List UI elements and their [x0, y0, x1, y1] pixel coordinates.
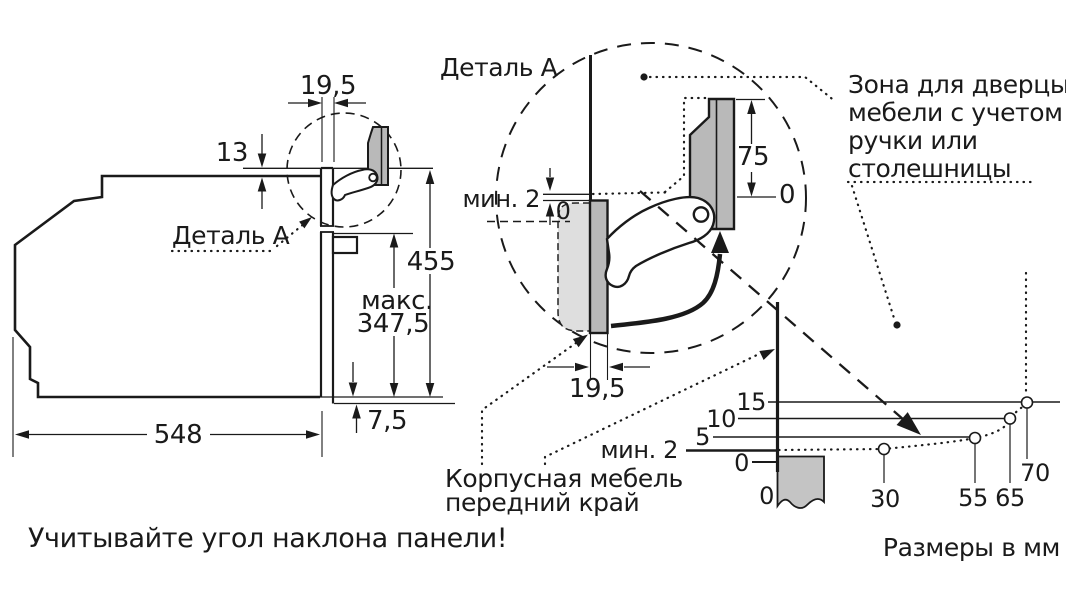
y-tick-5: 5 — [695, 423, 710, 451]
dim-75-label: 75 — [737, 142, 769, 172]
zone-leader-top — [640, 73, 838, 104]
arrowhead — [352, 404, 361, 419]
data-point-65-10 — [1003, 412, 1017, 425]
dim-max-label: макс. — [361, 286, 433, 316]
countertop-section — [776, 455, 825, 509]
leader-dot — [640, 73, 648, 81]
oven-body-outline — [13, 174, 320, 399]
arrowhead — [575, 362, 589, 372]
oven-door-ghost — [557, 202, 591, 332]
cabinet-leader-left — [480, 336, 585, 466]
leader-dot — [893, 321, 901, 329]
arrowhead — [308, 98, 322, 108]
detail-a-circle-large — [495, 42, 807, 354]
zone-label-line1: Зона для дверцы — [848, 70, 1066, 99]
cabinet-label-line2: передний край — [445, 488, 639, 517]
data-point-55-5 — [968, 431, 982, 445]
x-tick-55: 55 — [958, 484, 988, 512]
dim-zero-label: 0 — [556, 197, 571, 225]
door-latch — [331, 235, 359, 255]
dim-13: 13 — [216, 134, 267, 209]
hinge-pivot-large — [692, 206, 710, 223]
detail-a-callout-left: Деталь A — [170, 217, 312, 253]
x-origin-0: 0 — [759, 482, 774, 510]
clearance-curve — [777, 402, 1028, 452]
detail-a-circle-small — [286, 112, 402, 228]
arrowhead — [257, 177, 267, 192]
dim-75: 75 0 — [736, 98, 796, 210]
dashed-arrow-to-chart — [639, 190, 921, 435]
oven-front-panel — [319, 166, 359, 404]
data-point-70-15 — [1020, 396, 1034, 409]
arrowhead — [609, 362, 623, 372]
furniture-door-closed — [588, 199, 609, 335]
detail-a-view: Деталь A мин. 2 0 — [440, 42, 921, 435]
arrowhead — [896, 412, 921, 435]
leader-arrowhead — [572, 334, 588, 348]
hinge-arm-large — [604, 195, 716, 289]
arrowhead — [389, 233, 399, 248]
arrowhead — [389, 383, 399, 397]
zone-label-line2: мебели с учетом — [848, 98, 1063, 127]
arrowhead — [545, 177, 555, 191]
leader-arrowhead — [299, 217, 312, 229]
dim-75-zero-label: 0 — [779, 180, 795, 210]
zone-label-line3: ручки или — [848, 126, 978, 155]
dim-19-5-detail-label: 19,5 — [569, 374, 625, 404]
dim-19-5-detail: 19,5 — [547, 333, 650, 404]
dim-min-2: мин. 2 0 — [462, 168, 591, 225]
units-caption: Размеры в мм — [883, 533, 1060, 562]
dim-455: 455 — [407, 170, 456, 397]
x-tick-70: 70 — [1020, 459, 1050, 487]
zone-label-line4: столешницы — [848, 154, 1011, 183]
leader-arrowhead — [759, 349, 775, 360]
arrowhead — [425, 383, 435, 397]
arrowhead — [306, 430, 320, 439]
dim-7-5: 7,5 — [348, 362, 408, 436]
detail-a-label-left: Деталь A — [172, 221, 290, 250]
zone-boundary-dotted-2 — [591, 191, 667, 196]
arrowhead — [15, 430, 29, 439]
data-point-30-2 — [877, 442, 891, 456]
arrowhead — [747, 100, 756, 114]
x-tick-30: 30 — [870, 485, 900, 513]
cabinet-annotation: Корпусная мебель передний край — [445, 334, 775, 517]
dim-7-5-label: 7,5 — [367, 406, 407, 436]
x-tick-65: 65 — [995, 484, 1025, 512]
arrowhead — [348, 382, 358, 397]
cabinet-leader-right — [543, 352, 761, 466]
dim-19-5-left: 19,5 — [288, 71, 366, 162]
hinge-arm-small — [330, 168, 379, 202]
detail-a-title: Деталь A — [440, 53, 558, 82]
arrowhead — [711, 231, 729, 253]
arrowhead — [257, 153, 267, 168]
y-tick-min2: мин. 2 — [600, 436, 678, 464]
arrowhead — [545, 203, 555, 217]
dim-548-label: 548 — [154, 420, 202, 450]
oven-side-view: 19,5 13 455 макс. 347,5 — [12, 71, 508, 554]
dim-13-label: 13 — [216, 138, 248, 168]
zone-annotation: Зона для дверцы мебели с учетом ручки ил… — [846, 70, 1066, 397]
y-tick-0: 0 — [734, 449, 749, 477]
zone-leader-diagonal — [850, 184, 896, 320]
dim-548: 548 — [12, 337, 323, 457]
clearance-chart: 15 10 5 мин. 2 0 0 30 55 65 70 Размеры в… — [600, 302, 1060, 562]
y-tick-10: 10 — [706, 405, 736, 433]
arrowhead — [334, 98, 348, 108]
dim-455-label: 455 — [407, 247, 455, 277]
zone-boundary-dotted — [663, 96, 709, 194]
hinge-pivot-small — [368, 172, 378, 183]
y-tick-15: 15 — [736, 388, 766, 416]
arrowhead — [747, 182, 756, 197]
dim-min-2-label: мин. 2 — [462, 185, 540, 213]
cabinet-label-line1: Корпусная мебель — [445, 464, 683, 493]
arrowhead — [425, 170, 435, 184]
door-rotation-arrow — [610, 231, 729, 329]
dim-19-5-left-label: 19,5 — [300, 71, 356, 101]
dim-347-5-label: 347,5 — [357, 309, 429, 339]
dim-max-347-5: макс. 347,5 — [357, 233, 433, 397]
tilt-note: Учитывайте угол наклона панели! — [28, 523, 507, 554]
